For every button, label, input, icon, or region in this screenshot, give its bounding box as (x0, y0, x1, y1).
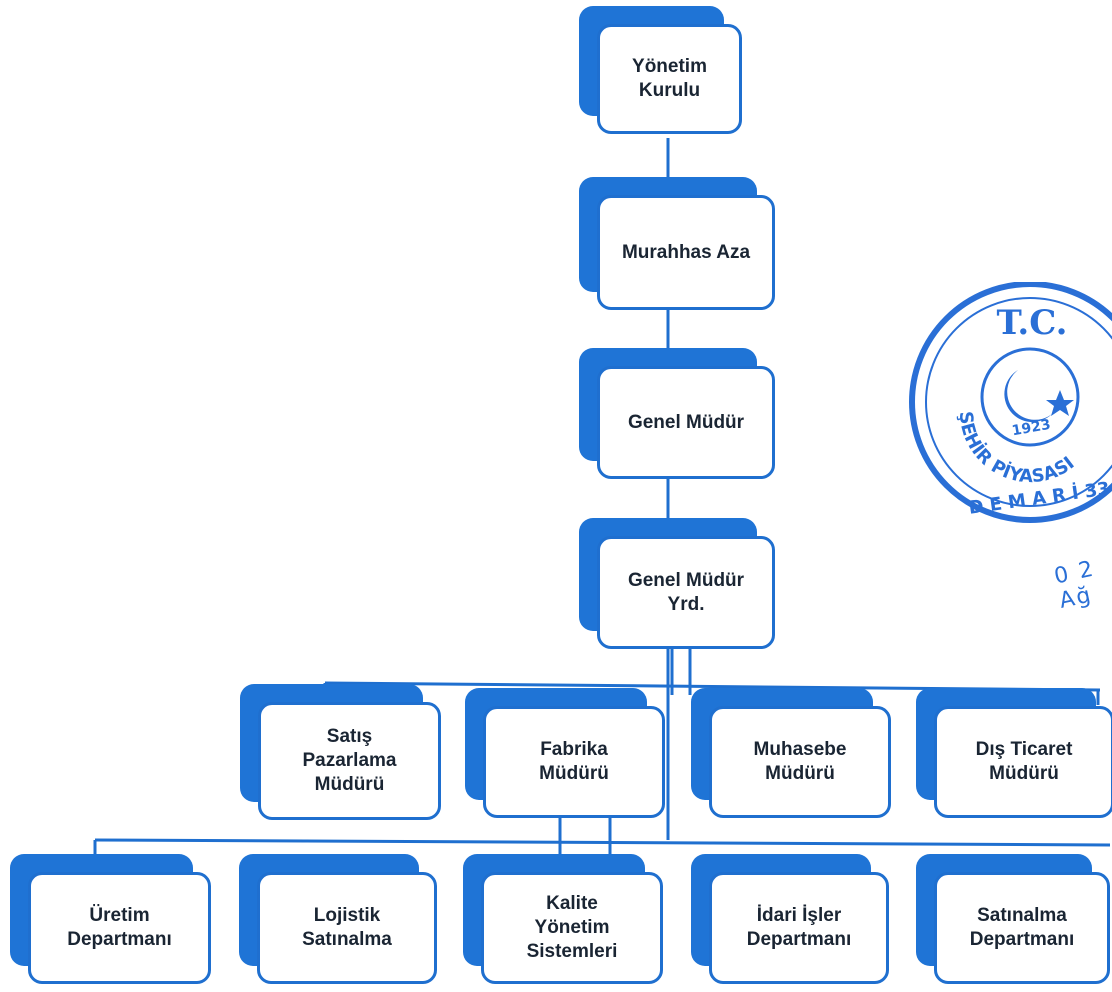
node-yonetim-kurulu: Yönetim Kurulu (579, 6, 742, 134)
node-label: Genel Müdür (627, 411, 745, 433)
node-idari-isler-departmani: İdari İşler Departmanı (691, 854, 889, 984)
node-label: Kalite Yönetim Sistemleri (526, 893, 618, 962)
crescent-icon (1004, 370, 1052, 423)
node-label: Lojistik Satınalma (302, 905, 392, 950)
node-label: Üretim Departmanı (67, 905, 172, 950)
node-satis-pazarlama-muduru: Satış Pazarlama Müdürü (240, 684, 441, 820)
node-genel-mudur-yrd: Genel Müdür Yrd. (579, 518, 775, 649)
node-fabrika-muduru: Fabrika Müdürü (465, 688, 665, 818)
node-label: Dış Ticaret Müdürü (975, 739, 1073, 784)
stamp-top-text: T.C. (996, 303, 1067, 343)
node-murahhas-aza: Murahhas Aza (579, 177, 775, 310)
node-label: İdari İşler Departmanı (746, 905, 852, 950)
node-dis-ticaret-muduru: Dış Ticaret Müdürü (916, 688, 1112, 818)
stamp-year: 1923 (1011, 417, 1052, 440)
node-label: Satış Pazarlama Müdürü (302, 726, 397, 795)
node-kalite-yonetim-sistemleri: Kalite Yönetim Sistemleri (463, 854, 663, 984)
node-satinalma-departmani: Satınalma Departmanı (916, 854, 1110, 984)
node-uretim-departmani: Üretim Departmanı (10, 854, 211, 984)
star-icon (1046, 390, 1074, 416)
node-label: Muhasebe Müdürü (753, 739, 847, 784)
node-genel-mudur: Genel Müdür (579, 348, 775, 479)
official-seal-stamp: T.C. 1923 ŞEHİR PİYASASI D E M A R İ 33 (909, 282, 1112, 523)
node-label: Murahhas Aza (621, 241, 751, 263)
node-label: Fabrika Müdürü (539, 739, 609, 784)
node-label: Yönetim Kurulu (632, 56, 707, 101)
node-label: Genel Müdür Yrd. (627, 569, 745, 615)
node-muhasebe-muduru: Muhasebe Müdürü (691, 688, 891, 818)
node-lojistik-satinalma: Lojistik Satınalma (239, 854, 437, 984)
connector-line (94, 838, 1111, 847)
node-label: Satınalma Departmanı (969, 905, 1075, 950)
